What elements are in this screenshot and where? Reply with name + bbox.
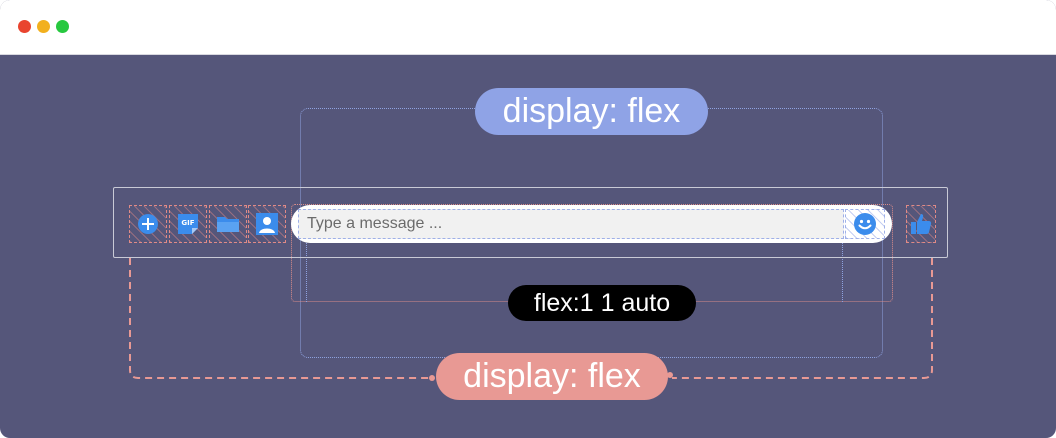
close-window-control[interactable]: [18, 20, 31, 33]
image-icon: [256, 213, 278, 235]
message-input[interactable]: [298, 209, 844, 239]
add-circle-icon: [138, 214, 158, 234]
emoji-button[interactable]: [845, 209, 885, 239]
smiley-icon: [854, 213, 876, 235]
attach-file-button[interactable]: [209, 205, 247, 243]
display-flex-label-top: display: flex: [475, 88, 708, 135]
like-button[interactable]: [906, 205, 936, 243]
title-bar: [0, 0, 1056, 55]
display-flex-label-bottom: display: flex: [436, 353, 668, 400]
send-image-button[interactable]: [248, 205, 286, 243]
add-button[interactable]: [129, 205, 167, 243]
folder-icon: [217, 217, 239, 232]
diagram-canvas: GIF: [0, 54, 1056, 438]
gif-button[interactable]: GIF: [169, 205, 207, 243]
flex-shorthand-label: flex:1 1 auto: [508, 285, 696, 321]
thumbs-up-icon: [911, 214, 932, 234]
composer-bar: [113, 187, 948, 258]
svg-text:GIF: GIF: [181, 219, 194, 227]
maximize-window-control[interactable]: [56, 20, 69, 33]
minimize-window-control[interactable]: [37, 20, 50, 33]
gif-icon: GIF: [178, 214, 198, 234]
